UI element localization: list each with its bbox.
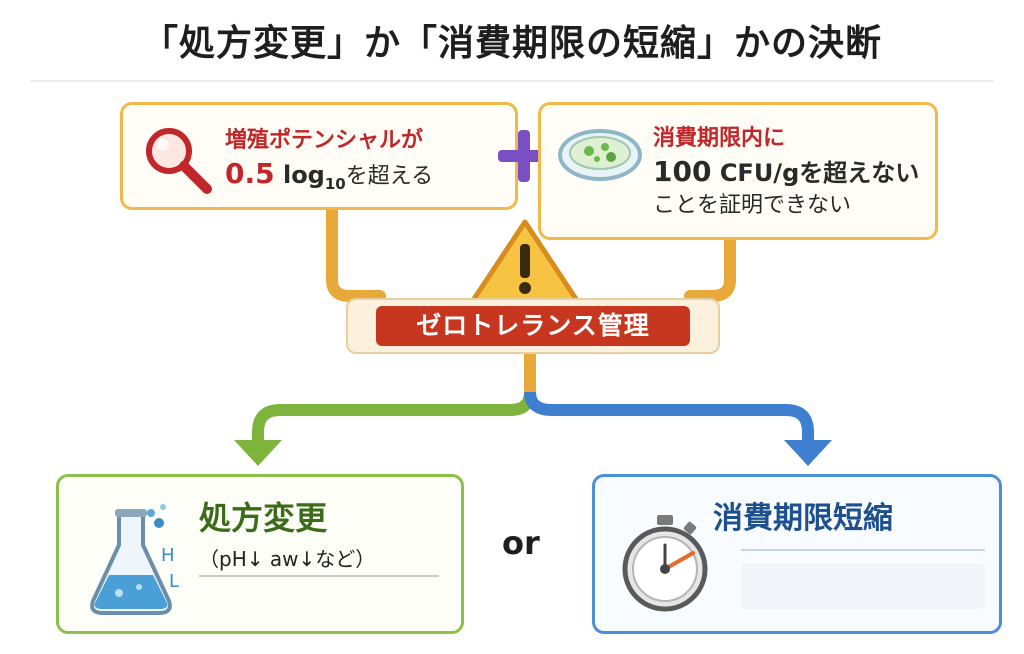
condition-card-growth: 増殖ポテンシャルが 0.5 log10を超える [120,102,518,210]
branch-blue-path [524,391,814,444]
option-right-title: 消費期限短縮 [713,501,893,536]
option-left-subtitle: （pH↓ aw↓など） [199,547,376,571]
condition-card-cfu: 消費期限内に 100 CFU/gを超えない ことを証明できない [538,102,938,240]
flask-letter-h: H [161,545,175,566]
option-card-shelf-life: 消費期限短縮 [592,474,1002,634]
condition-left-suffix: を超える [345,164,434,189]
connector-left-down [326,200,386,302]
flask-icon [90,504,172,615]
condition-left-value: 0.5 [225,157,275,190]
connector-right-down [684,232,736,302]
title-divider [30,80,994,82]
condition-right-value: 100 [653,155,712,188]
condition-right-suffix: を超えない [799,159,920,187]
branch-blue-arrow [784,440,832,466]
page-title: 「処方変更」か「消費期限の短縮」かの決断 [141,23,882,64]
zero-tolerance-label: ゼロトレランス管理 [376,306,690,346]
flask-letter-l: L [169,571,180,592]
warning-icon [469,219,581,305]
condition-left-unit-sub: 10 [324,174,346,193]
magnifier-icon [146,128,212,194]
condition-right-line3: ことを証明できない [653,193,852,218]
or-connector: or [502,524,540,562]
condition-right-line1: 消費期限内に [653,126,786,151]
option-left-underline [199,575,439,577]
condition-left-line1: 増殖ポテンシャルが [225,128,424,153]
condition-right-unit: CFU/g [719,159,800,187]
plus-icon [498,130,550,182]
branch-green-arrow [234,440,282,466]
stopwatch-icon [622,515,708,612]
petri-dish-icon [558,129,642,181]
condition-right-line2: 100 CFU/gを超えない [653,155,919,190]
condition-left-unit: log [282,161,325,189]
zero-tolerance-box: ゼロトレランス管理 [346,298,720,354]
option-left-title: 処方変更 [199,499,328,537]
branch-green-path [252,391,536,444]
option-card-formulation: H L 処方変更 （pH↓ aw↓など） [56,474,464,634]
condition-left-line2: 0.5 log10を超える [225,157,433,201]
option-right-underline [741,549,985,551]
option-right-placeholder [741,563,985,609]
